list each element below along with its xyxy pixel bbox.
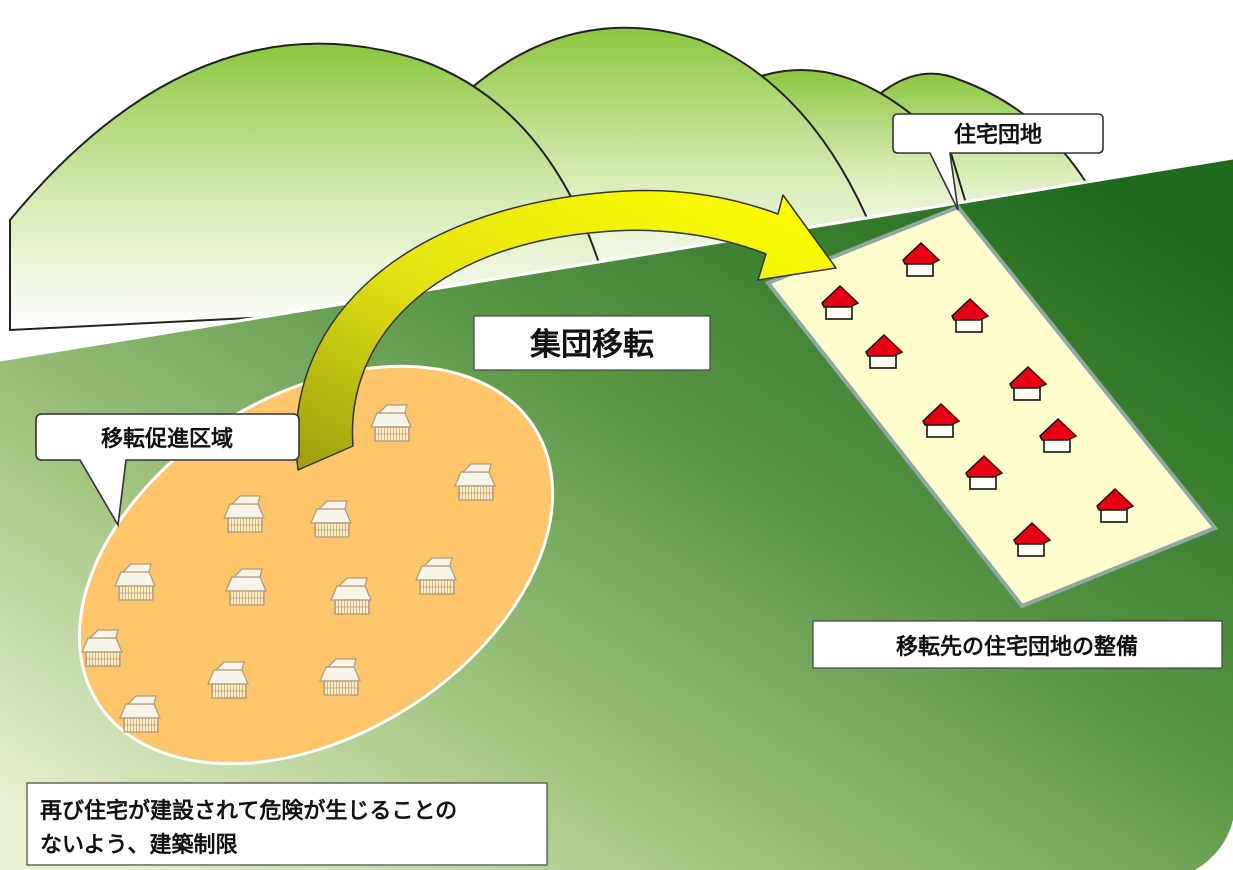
- building-restriction-line1: 再び住宅が建設されて危険が生じることの: [40, 798, 457, 824]
- estate-development-label: 移転先の住宅団地の整備: [896, 634, 1138, 660]
- relocation-area-label: 移転促進区域: [101, 426, 233, 452]
- building-restriction-line2: ないよう、建築制限: [40, 832, 238, 858]
- estate-development-box: 移転先の住宅団地の整備: [812, 620, 1223, 669]
- housing-estate-label: 住宅団地: [954, 122, 1042, 148]
- relocation-arrow: [295, 189, 837, 471]
- housing-estate-callout: 住宅団地: [892, 113, 1104, 211]
- relocation-area-callout: 移転促進区域: [35, 413, 300, 528]
- group-relocation-label: 集団移転: [529, 327, 654, 363]
- group-relocation-box: 集団移転: [473, 315, 711, 371]
- building-restriction-box: 再び住宅が建設されて危険が生じることの ないよう、建築制限: [26, 782, 548, 866]
- ground-edge: [0, 156, 1233, 362]
